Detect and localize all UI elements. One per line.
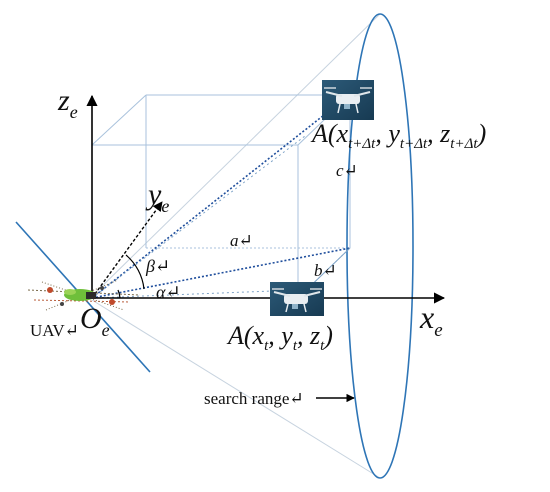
uav-icon xyxy=(27,279,141,311)
beta-arc xyxy=(125,254,145,290)
guide-a-upper xyxy=(91,135,306,299)
z-axis-label: ze xyxy=(57,84,78,122)
drone-icon-near xyxy=(270,282,324,316)
point-label-A-t-dt: A(xt+Δt, yt+Δt, zt+Δt) xyxy=(310,119,486,152)
search-range-label: search range↵ xyxy=(204,389,304,408)
alpha-arc xyxy=(117,289,121,299)
cone-upper-edge xyxy=(91,13,381,297)
alpha-label: α↵ xyxy=(156,282,181,302)
segment-b-label: b↵ xyxy=(314,261,337,280)
x-axis-sub: e xyxy=(434,320,442,341)
drone-icon-far xyxy=(322,80,374,120)
x-axis-label: xe xyxy=(419,299,443,341)
segment-a-label: a↵ xyxy=(230,231,253,250)
y-axis xyxy=(91,201,163,299)
beta-label: β↵ xyxy=(145,256,170,276)
y-axis-label: ye xyxy=(145,178,169,216)
guide-b-lower xyxy=(91,289,299,299)
origin-label: Oe xyxy=(80,302,110,340)
point-label-A-t: A(xt, yt, zt) xyxy=(226,321,333,354)
origin-sub: e xyxy=(102,320,110,340)
uav-label: UAV↵ xyxy=(30,321,79,340)
search-range-ellipse xyxy=(346,13,414,479)
segment-c-label: c↵ xyxy=(336,161,358,180)
line-of-sight-far xyxy=(91,103,339,299)
z-axis-sub: e xyxy=(70,102,78,122)
cone-lower-edge xyxy=(91,299,381,479)
y-axis-sub: e xyxy=(161,196,169,216)
